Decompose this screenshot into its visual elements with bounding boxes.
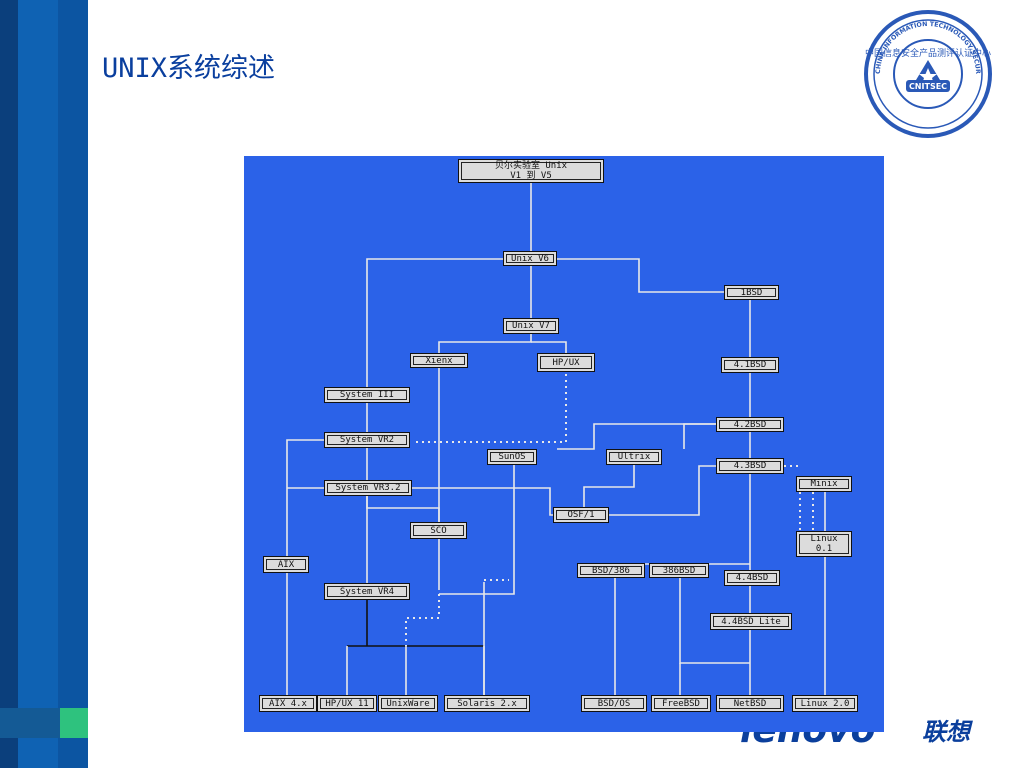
- node-4-3bsd: 4.3BSD: [716, 458, 784, 474]
- unix-family-tree-diagram: 贝尔实验室 Unix V1 到 V5 Unix V6 Unix V7 1BSD …: [244, 156, 884, 732]
- node-system-vr2: System VR2: [324, 432, 410, 448]
- node-hpux-11: HP/UX 11: [317, 695, 377, 712]
- slide-title: UNIX系统综述: [102, 53, 276, 84]
- sidebar-stripe-dark: [0, 0, 18, 768]
- node-hpux: HP/UX: [537, 353, 595, 372]
- node-1bsd: 1BSD: [724, 285, 779, 300]
- node-freebsd: FreeBSD: [651, 695, 711, 712]
- node-osf1: OSF/1: [553, 507, 609, 523]
- node-solaris-2x: Solaris 2.x: [444, 695, 530, 712]
- node-4-1bsd: 4.1BSD: [721, 357, 779, 373]
- node-system-vr4: System VR4: [324, 583, 410, 600]
- node-unix-v7: Unix V7: [503, 318, 559, 334]
- sidebar-stripe-mid: [18, 0, 58, 768]
- node-4-2bsd: 4.2BSD: [716, 417, 784, 432]
- node-unixware: UnixWare: [378, 695, 438, 712]
- node-bell-labs: 贝尔实验室 Unix V1 到 V5: [458, 159, 604, 183]
- node-4-4bsd-lite: 4.4BSD Lite: [710, 613, 792, 630]
- node-system-iii: System III: [324, 387, 410, 403]
- node-bsd-386: BSD/386: [577, 563, 645, 578]
- node-aix-4x: AIX 4.x: [259, 695, 317, 712]
- node-4-4bsd: 4.4BSD: [724, 570, 780, 586]
- sidebar-decoration: [0, 0, 88, 768]
- sidebar-accent-square: [60, 708, 88, 738]
- svg-text:CNITSEC: CNITSEC: [909, 82, 947, 91]
- cnitsec-seal-logo: CHINA INFORMATION TECHNOLOGY SECURITY CE…: [858, 8, 992, 138]
- node-unix-v6: Unix V6: [503, 251, 557, 266]
- node-linux-2-0: Linux 2.0: [792, 695, 858, 712]
- sidebar-band: [0, 708, 60, 738]
- sidebar-stripe-light: [58, 0, 88, 768]
- node-sunos: SunOS: [487, 449, 537, 465]
- node-aix: AIX: [263, 556, 309, 573]
- node-xienx: Xienx: [410, 353, 468, 368]
- node-netbsd: NetBSD: [716, 695, 784, 712]
- node-ultrix: Ultrix: [606, 449, 662, 465]
- node-linux-0-1: Linux 0.1: [796, 531, 852, 557]
- node-386bsd: 386BSD: [649, 563, 709, 578]
- node-sco: SCO: [410, 522, 467, 539]
- svg-text:联想: 联想: [922, 718, 973, 746]
- node-system-vr3-2: System VR3.2: [324, 480, 412, 496]
- node-bsd-os: BSD/OS: [581, 695, 647, 712]
- svg-text:中国信息安全产品测评认证中心: 中国信息安全产品测评认证中心: [865, 47, 991, 59]
- node-minix: Minix: [796, 476, 852, 492]
- diagram-connectors: [286, 183, 826, 696]
